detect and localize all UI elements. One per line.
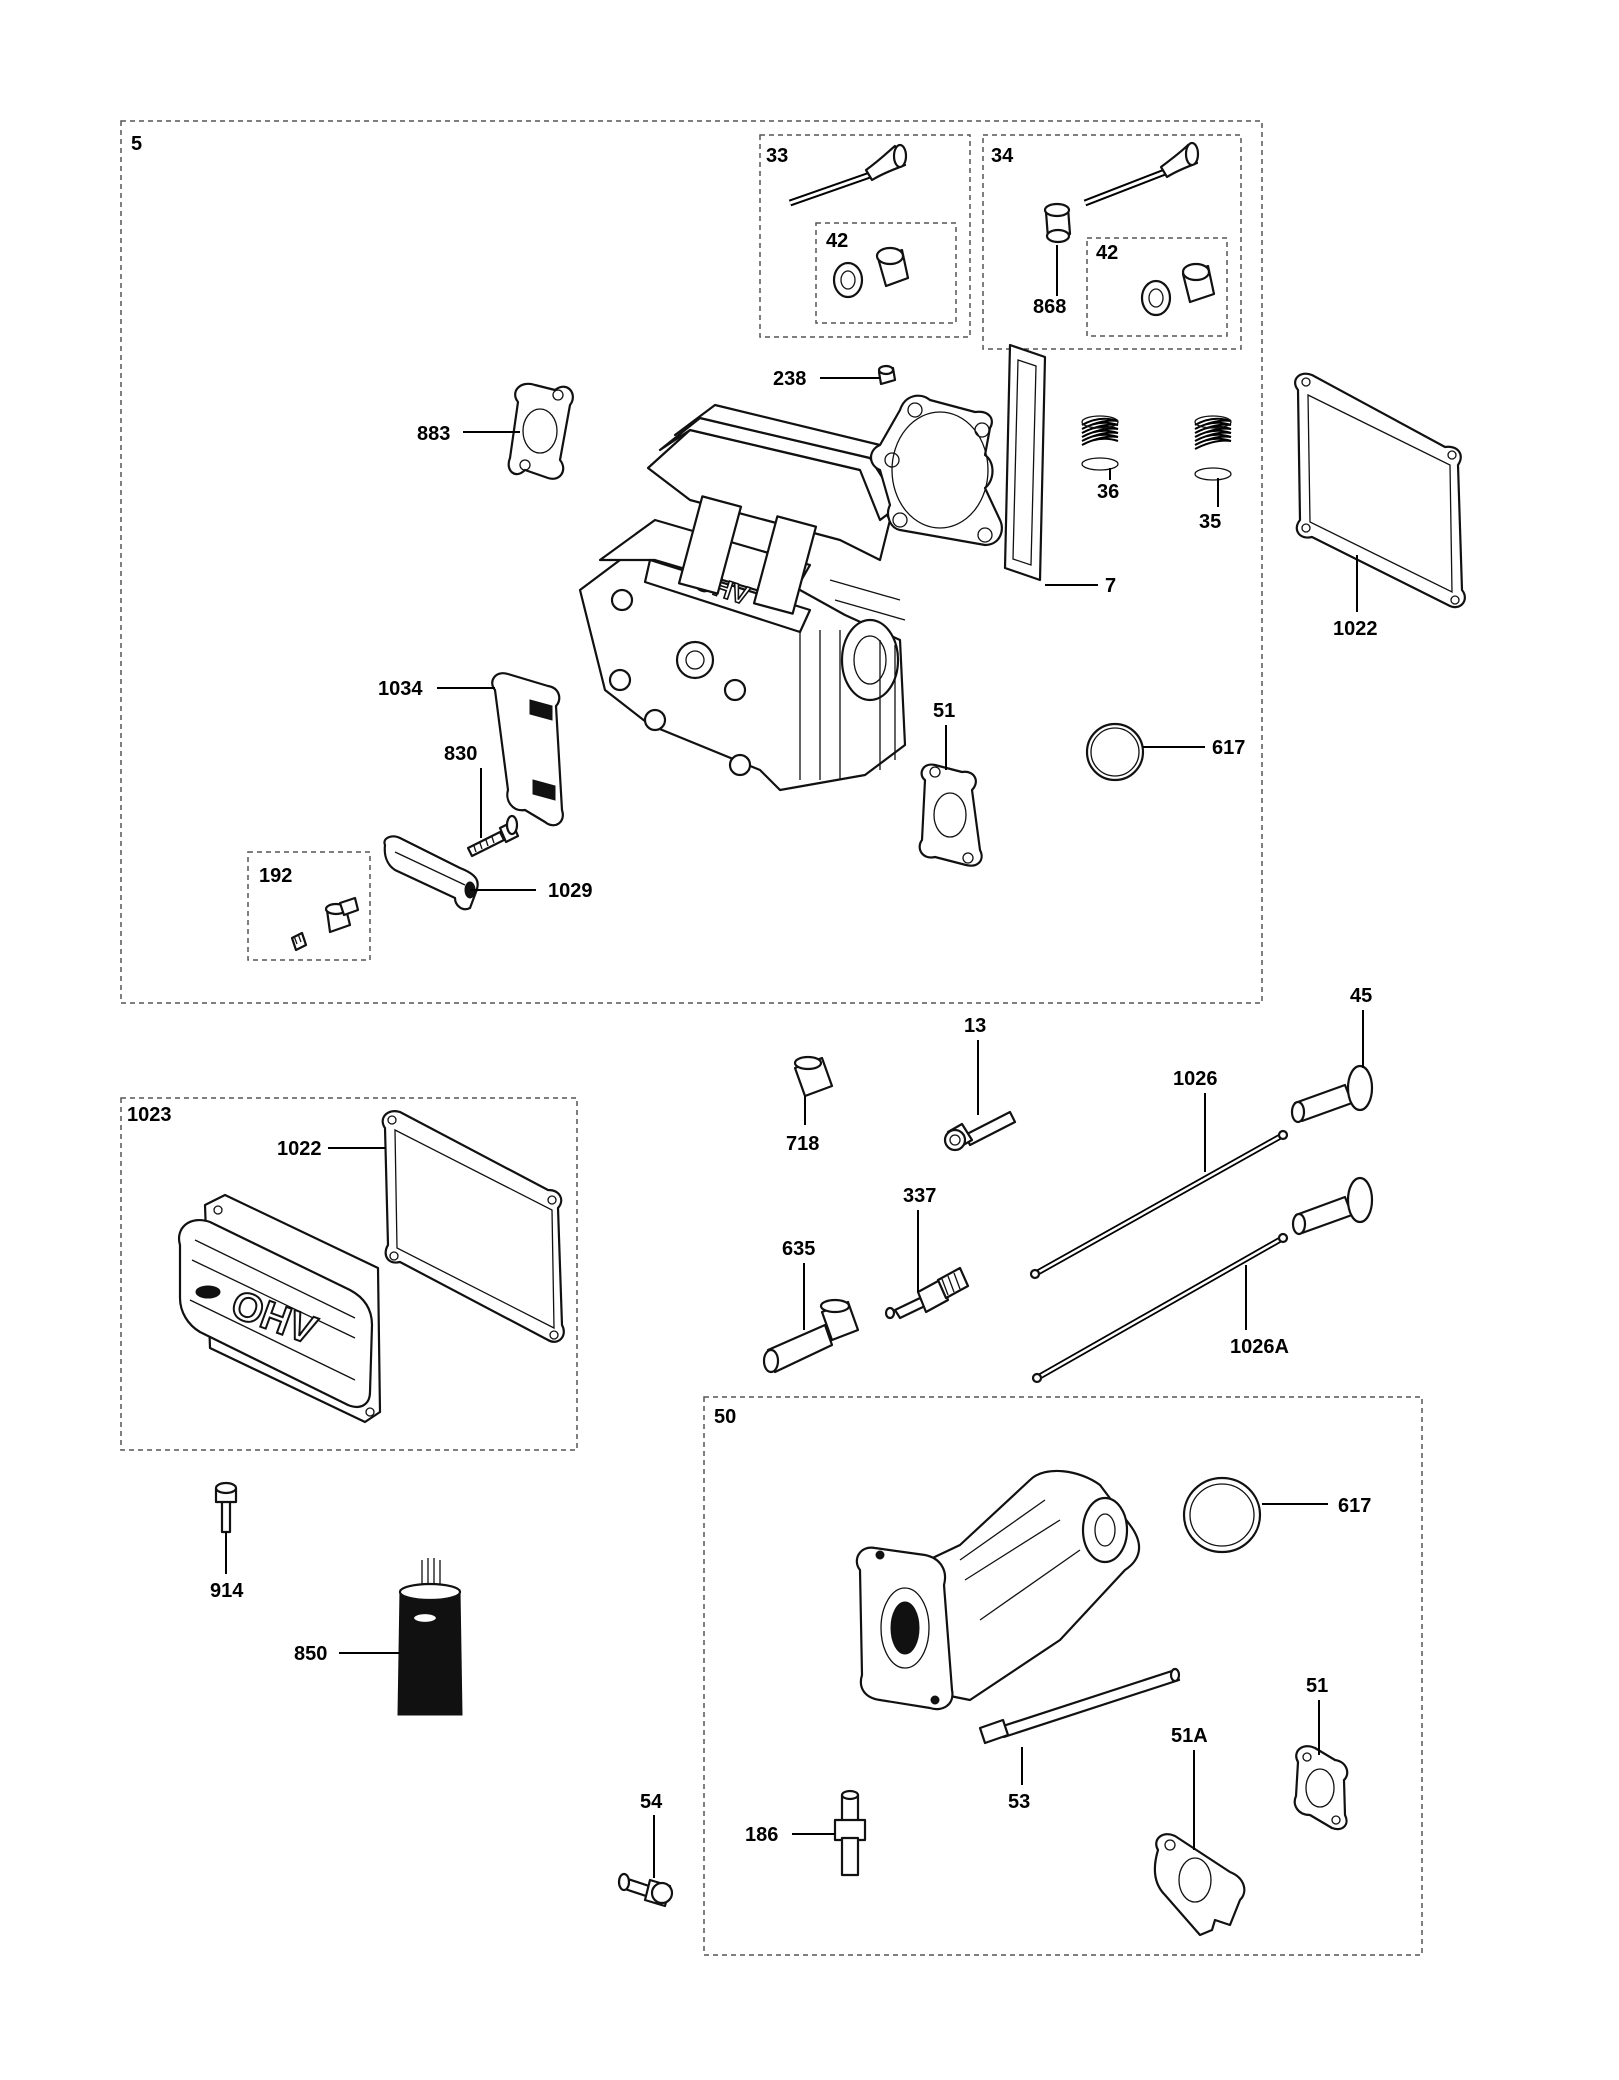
spark-plug-boot-635 xyxy=(762,1298,860,1374)
spark-plug-337 xyxy=(884,1266,970,1320)
group-label-1023: 1023 xyxy=(127,1104,172,1126)
bolt-54 xyxy=(617,1872,674,1908)
breather-bracket-1029 xyxy=(383,835,479,911)
valve-spring-36 xyxy=(1081,415,1119,471)
group-box-34 xyxy=(982,134,1242,350)
group-box-50 xyxy=(703,1396,1423,1956)
callout-186: 186 xyxy=(745,1824,778,1846)
callout-36: 36 xyxy=(1097,481,1119,503)
leader-lines xyxy=(225,245,1364,1878)
exhaust-valve xyxy=(1083,141,1200,207)
head-gasket xyxy=(869,343,1047,582)
screw-914 xyxy=(214,1481,238,1534)
callout-1026: 1026 xyxy=(1173,1068,1218,1090)
callout-45: 45 xyxy=(1350,985,1372,1007)
valve-tappet-45-a xyxy=(1290,1064,1374,1124)
valve-spring-35 xyxy=(1194,415,1232,481)
fitting-186 xyxy=(833,1789,867,1877)
group-label-42a: 42 xyxy=(826,230,848,252)
callout-13: 13 xyxy=(964,1015,986,1037)
stud-53 xyxy=(978,1667,1181,1745)
callout-238: 238 xyxy=(773,368,806,390)
fitting-set-192 xyxy=(290,896,360,952)
valve-tappet-45-b xyxy=(1291,1176,1374,1236)
plug-238 xyxy=(877,364,897,386)
group-label-5: 5 xyxy=(131,133,142,155)
push-rod-1026A xyxy=(1031,1232,1289,1384)
group-label-50: 50 xyxy=(714,1406,736,1428)
callout-337: 337 xyxy=(903,1185,936,1207)
o-ring-617-upper xyxy=(1085,722,1145,782)
callout-635: 635 xyxy=(782,1238,815,1260)
callout-54: 54 xyxy=(640,1791,663,1813)
callout-617-lower: 617 xyxy=(1338,1495,1371,1517)
callout-1022-upper: 1022 xyxy=(1333,618,1378,640)
group-box-5 xyxy=(120,120,1263,1004)
callout-35: 35 xyxy=(1199,511,1221,533)
callout-51-upper: 51 xyxy=(933,700,955,722)
callout-830: 830 xyxy=(444,743,477,765)
callout-1022-lower: 1022 xyxy=(277,1138,322,1160)
rocker-cover-gasket-1022-lower xyxy=(381,1110,565,1343)
intake-gasket-883 xyxy=(507,382,574,480)
breather-plate-1034 xyxy=(491,672,564,827)
screw-830 xyxy=(466,814,520,858)
group-box-42b xyxy=(1086,237,1228,337)
callout-51A: 51A xyxy=(1171,1725,1208,1747)
o-ring-617-lower xyxy=(1182,1476,1262,1554)
rocker-cover-1023: OHV xyxy=(177,1193,382,1424)
callout-1034: 1034 xyxy=(378,678,423,700)
callout-883: 883 xyxy=(417,423,450,445)
valve-retainer-set-b xyxy=(1140,262,1216,317)
callout-914: 914 xyxy=(210,1580,244,1602)
group-box-1023 xyxy=(120,1097,578,1451)
intake-valve xyxy=(788,143,908,207)
callout-7: 7 xyxy=(1105,575,1116,597)
group-label-34: 34 xyxy=(991,145,1014,167)
push-rod-1026 xyxy=(1029,1129,1289,1280)
gasket-51A xyxy=(1153,1833,1246,1937)
group-label-42b: 42 xyxy=(1096,242,1118,264)
exhaust-gasket-51-lower xyxy=(1293,1745,1349,1831)
callout-1026A: 1026A xyxy=(1230,1336,1289,1358)
bolt-13 xyxy=(943,1110,1017,1152)
callout-53: 53 xyxy=(1008,1791,1030,1813)
valve-seal-868 xyxy=(1043,202,1072,244)
group-label-192: 192 xyxy=(259,865,292,887)
sealant-tube-850 xyxy=(397,1558,463,1716)
cylinder-head: OHV xyxy=(578,403,912,792)
callout-51-lower: 51 xyxy=(1306,1675,1328,1697)
group-box-42a xyxy=(815,222,957,324)
callout-617-upper: 617 xyxy=(1212,737,1245,759)
group-label-33: 33 xyxy=(766,145,788,167)
intake-manifold-50 xyxy=(855,1469,1141,1711)
callout-1029: 1029 xyxy=(548,880,593,902)
group-box-192 xyxy=(247,851,371,961)
exhaust-gasket-51-upper xyxy=(918,763,983,867)
callout-850: 850 xyxy=(294,1643,327,1665)
rocker-cover-gasket-1022-upper xyxy=(1294,372,1466,609)
valve-retainer-set-a xyxy=(832,246,910,299)
callout-868: 868 xyxy=(1033,296,1066,318)
dowel-pin-718 xyxy=(793,1055,834,1098)
callout-718: 718 xyxy=(786,1133,819,1155)
group-box-33 xyxy=(759,134,971,338)
